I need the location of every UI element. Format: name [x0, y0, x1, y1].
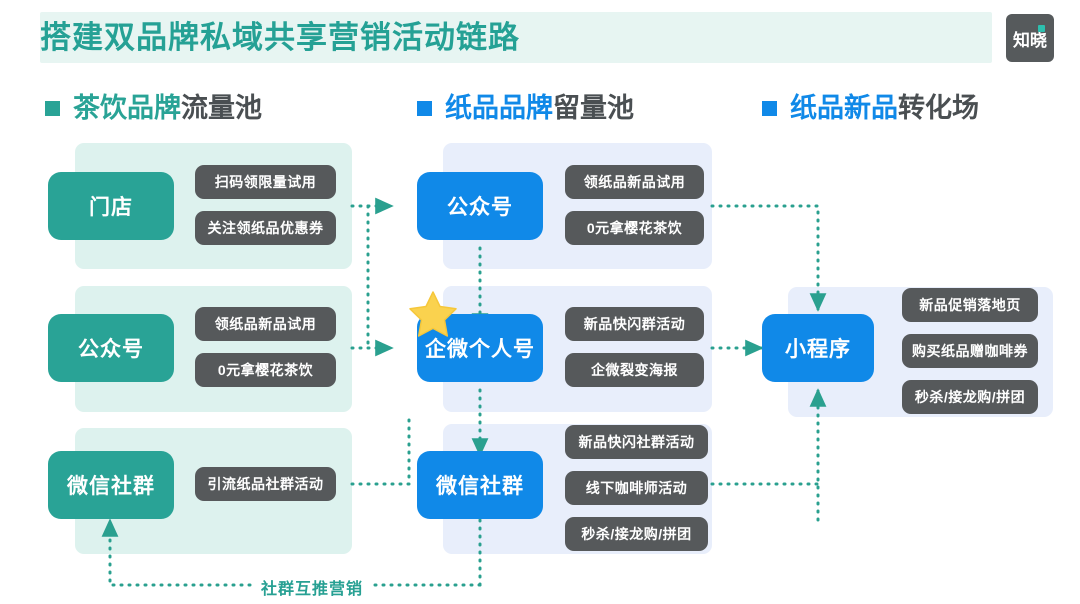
tag-mid-3-2[interactable]: 秒杀/接龙购/拼团 [565, 517, 708, 551]
column-heading-accent: 纸品品牌 [445, 93, 553, 123]
column-heading-tea-brand: 茶饮品牌 流量池 [45, 92, 262, 124]
node-left-store[interactable]: 门店 [48, 172, 174, 240]
tag-right-1-1[interactable]: 购买纸品赠咖啡券 [902, 334, 1038, 368]
bullet-square-icon [45, 100, 60, 116]
brand-logo-text: 知晓 [1013, 30, 1047, 50]
tag-left-2-0[interactable]: 领纸品新品试用 [195, 307, 336, 341]
star-badge-icon [409, 291, 457, 337]
column-heading-rest: 流量池 [181, 93, 262, 123]
tag-left-2-1[interactable]: 0元拿樱花茶饮 [195, 353, 336, 387]
tag-mid-2-0[interactable]: 新品快闪群活动 [565, 307, 704, 341]
tag-mid-1-0[interactable]: 领纸品新品试用 [565, 165, 704, 199]
column-heading-paper-new: 纸品新品 转化场 [762, 92, 979, 124]
column-heading-paper-brand: 纸品品牌 留量池 [417, 92, 634, 124]
tag-right-1-0[interactable]: 新品促销落地页 [902, 288, 1038, 322]
bullet-square-icon [762, 100, 777, 116]
tag-mid-3-1[interactable]: 线下咖啡师活动 [565, 471, 708, 505]
node-mid-official-account[interactable]: 公众号 [417, 172, 543, 240]
node-left-wechat-group[interactable]: 微信社群 [48, 451, 174, 519]
tag-left-1-1[interactable]: 关注领纸品优惠券 [195, 211, 336, 245]
tag-right-1-2[interactable]: 秒杀/接龙购/拼团 [902, 380, 1038, 414]
column-heading-rest: 转化场 [898, 93, 979, 123]
tag-left-3-0[interactable]: 引流纸品社群活动 [195, 467, 336, 501]
bullet-square-icon [417, 100, 432, 116]
tag-left-1-0[interactable]: 扫码领限量试用 [195, 165, 336, 199]
brand-logo: 知晓 [1006, 14, 1054, 62]
page-title: 搭建双品牌私域共享营销活动链路 [40, 20, 520, 55]
column-heading-rest: 留量池 [553, 93, 634, 123]
node-mid-wechat-group[interactable]: 微信社群 [417, 451, 543, 519]
column-heading-accent: 纸品新品 [790, 93, 898, 123]
brand-logo-dot [1038, 25, 1045, 32]
header-band [40, 12, 992, 63]
tag-mid-2-1[interactable]: 企微裂变海报 [565, 353, 704, 387]
column-heading-accent: 茶饮品牌 [73, 93, 181, 123]
tag-mid-3-0[interactable]: 新品快闪社群活动 [565, 425, 708, 459]
node-right-mini-program[interactable]: 小程序 [762, 314, 874, 382]
tag-mid-1-1[interactable]: 0元拿樱花茶饮 [565, 211, 704, 245]
node-left-official-account[interactable]: 公众号 [48, 314, 174, 382]
loop-label-cross-promotion: 社群互推营销 [253, 575, 372, 599]
